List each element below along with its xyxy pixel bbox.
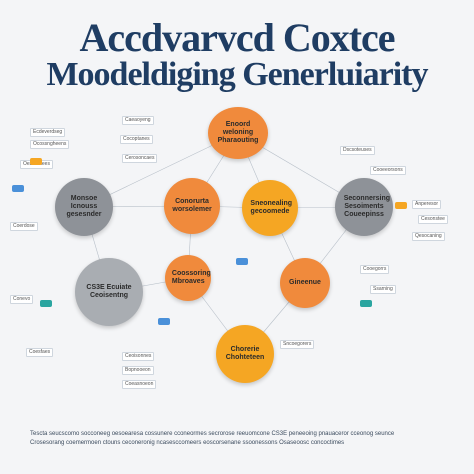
- node-label: Chorerie Chohteteen: [225, 346, 265, 361]
- side-label: Ssarning: [370, 285, 396, 294]
- side-label: Anperesor: [412, 200, 442, 209]
- side-label: Cooegorrs: [360, 265, 390, 274]
- decor-chip: [360, 300, 372, 307]
- node-label: Enoord weloning Pharaouting: [217, 121, 259, 144]
- node-left-gray[interactable]: Monsoe Icnouss gesesnder: [55, 178, 113, 236]
- side-label: Sncoegorers: [280, 340, 315, 349]
- node-lowleft-gray[interactable]: CS3E Ecuiate Ceoisentng: [75, 258, 143, 326]
- side-label: Qesocaning: [412, 232, 445, 241]
- decor-chip: [395, 202, 407, 209]
- side-label: Dscsoteuses: [340, 146, 375, 155]
- decor-chip: [158, 318, 170, 325]
- page-subtitle: Moodeldiging Generluiarity: [46, 56, 428, 93]
- node-label: Monsoe Icnouss gesesnder: [66, 195, 102, 218]
- side-label: Cesonstee: [418, 215, 448, 224]
- node-label: Seconnersing Sesoiments Coueepinss: [343, 195, 390, 218]
- node-label: CS3E Ecuiate Ceoisentng: [86, 284, 132, 299]
- side-label: Ecdeverdseg: [30, 128, 66, 137]
- node-center-orange[interactable]: Conorurta worsolemer: [164, 178, 220, 234]
- side-label: Ocossngheens: [30, 140, 70, 149]
- side-label: Coesfaes: [26, 348, 54, 357]
- side-label: Bopnooeon: [122, 366, 154, 375]
- side-label: Conevo: [10, 295, 34, 304]
- node-center-yellow[interactable]: Sneonealing gecoomede: [242, 180, 298, 236]
- side-label: Cocoptanes: [120, 135, 153, 144]
- node-label: Coossoring Mbroaves: [171, 270, 211, 285]
- node-label: Gineenue: [289, 279, 321, 286]
- node-bottom-yellow[interactable]: Chorerie Chohteteen: [216, 325, 274, 383]
- decor-chip: [40, 300, 52, 307]
- decor-chip: [236, 258, 248, 265]
- node-right-gray[interactable]: Seconnersing Sesoiments Coueepinss: [335, 178, 393, 236]
- decor-chip: [30, 158, 42, 165]
- footer-text: Tescta seucscomo socconeeg oesoearesa co…: [30, 430, 450, 448]
- node-label: Sneonealing gecoomede: [250, 200, 293, 215]
- side-label: Caeaoyeng: [122, 116, 154, 125]
- node-lowright-orange[interactable]: Gineenue: [280, 258, 330, 308]
- side-label: Coerdose: [10, 222, 38, 231]
- page-title: Accdvarvcd Coxtce: [79, 15, 395, 60]
- node-label: Conorurta worsolemer: [172, 198, 212, 213]
- side-label: Cerosoncaes: [122, 154, 158, 163]
- decor-chip: [12, 185, 24, 192]
- node-top-orange[interactable]: Enoord weloning Pharaouting: [208, 107, 268, 159]
- node-lowcenter-orange[interactable]: Coossoring Mbroaves: [165, 255, 211, 301]
- side-label: Cooeeorsons: [370, 166, 406, 175]
- footer-line: Tescta seucscomo socconeeg oesoearesa co…: [30, 431, 395, 437]
- side-label: Coeasnoeon: [122, 380, 157, 389]
- footer-line: Crosesorang coemermoen ctouns ceconeroni…: [30, 440, 345, 446]
- side-label: Ceoisonnes: [122, 352, 155, 361]
